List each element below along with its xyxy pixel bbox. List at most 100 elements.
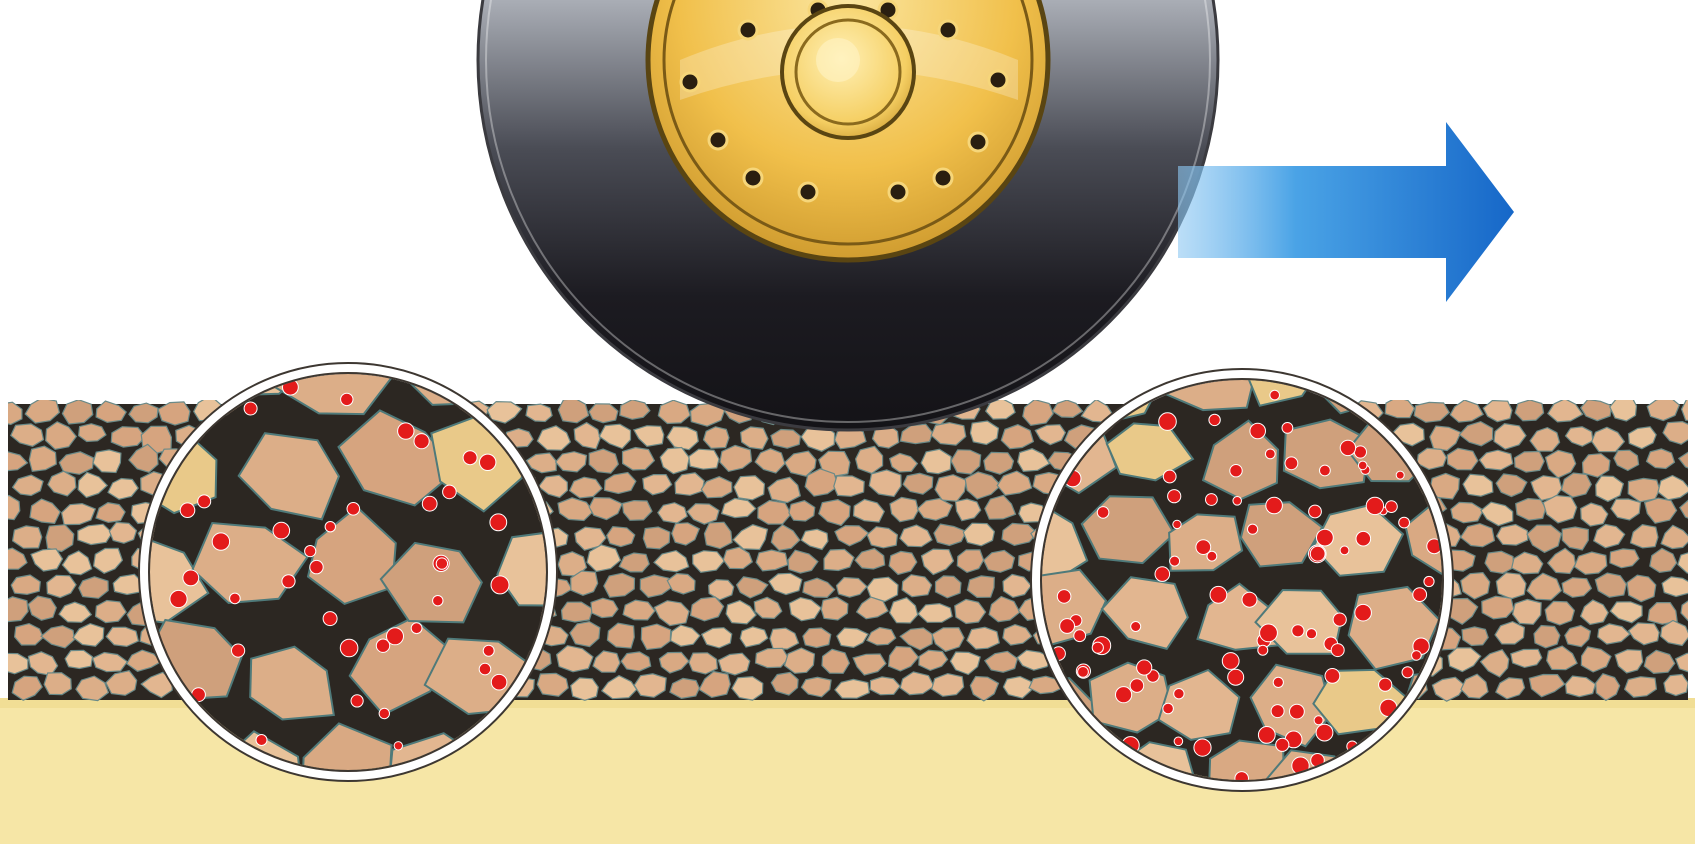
binder-droplet <box>1340 440 1355 455</box>
binder-droplet <box>1163 470 1176 483</box>
binder-droplet <box>1209 414 1220 425</box>
binder-droplet <box>1258 645 1268 655</box>
binder-droplet <box>1228 669 1244 685</box>
aggregate-stone <box>1515 400 1544 421</box>
binder-droplet <box>1356 531 1371 546</box>
binder-droplet <box>411 623 422 634</box>
binder-droplet <box>1137 660 1152 675</box>
binder-droplet <box>1402 667 1413 678</box>
binder-droplet <box>351 695 363 707</box>
binder-droplet <box>1412 651 1422 661</box>
binder-droplet <box>1379 678 1392 691</box>
binder-droplet <box>305 546 316 557</box>
binder-droplet <box>1170 556 1180 566</box>
binder-droplet <box>1074 630 1086 642</box>
binder-droplet <box>1242 592 1257 607</box>
binder-droplet <box>483 645 494 656</box>
binder-droplet <box>1309 505 1322 518</box>
binder-droplet <box>398 423 414 439</box>
binder-droplet <box>1060 619 1075 634</box>
binder-droplet <box>232 644 245 657</box>
binder-droplet <box>1310 546 1325 561</box>
binder-droplet <box>1250 423 1266 439</box>
binder-droplet <box>480 454 496 470</box>
binder-droplet <box>273 522 290 539</box>
aggregate-stone <box>591 598 618 617</box>
binder-droplet <box>1354 446 1366 458</box>
diagram-labels <box>0 0 1 1</box>
binder-droplet <box>1207 551 1217 561</box>
binder-droplet <box>1358 461 1367 470</box>
binder-droplet <box>1355 604 1372 621</box>
binder-droplet <box>414 434 429 449</box>
binder-droplet <box>1163 703 1174 714</box>
binder-droplet <box>1155 567 1170 582</box>
binder-droplet <box>1276 738 1289 751</box>
binder-droplet <box>1174 689 1184 699</box>
binder-droplet <box>180 503 195 518</box>
binder-droplet <box>1206 494 1218 506</box>
aggregate-stone <box>1447 448 1478 470</box>
binder-droplet <box>1194 739 1211 756</box>
aggregate-stone <box>758 501 791 525</box>
binder-droplet <box>1078 667 1089 678</box>
binder-droplet <box>323 612 337 626</box>
binder-droplet <box>1248 524 1258 534</box>
binder-droplet <box>1396 471 1404 479</box>
binder-droplet <box>1424 576 1434 586</box>
aggregate-stone <box>756 648 789 667</box>
lug-hole <box>799 183 817 201</box>
binder-droplet <box>170 590 187 607</box>
binder-droplet <box>198 495 211 508</box>
binder-droplet <box>1331 644 1344 657</box>
binder-droplet <box>347 503 360 516</box>
binder-droplet <box>1314 716 1323 725</box>
aggregate-stone <box>1513 599 1542 624</box>
lug-hole <box>709 131 727 149</box>
binder-droplet <box>1222 653 1239 670</box>
binder-droplet <box>1320 465 1331 476</box>
binder-droplet <box>1092 642 1103 653</box>
binder-droplet <box>183 570 199 586</box>
binder-droplet <box>1168 490 1181 503</box>
binder-droplet <box>1340 546 1349 555</box>
binder-droplet <box>491 576 509 594</box>
binder-droplet <box>1174 737 1183 746</box>
binder-droplet <box>1173 520 1181 528</box>
binder-droplet <box>244 402 257 415</box>
binder-droplet <box>1290 704 1305 719</box>
lug-hole <box>939 21 957 39</box>
binder-droplet <box>1057 590 1071 604</box>
aggregate-stone <box>1545 601 1574 625</box>
binder-droplet <box>436 558 447 569</box>
rolling-wheel <box>478 0 1218 430</box>
binder-droplet <box>1270 390 1280 400</box>
binder-droplet <box>1271 705 1284 718</box>
binder-droplet <box>379 708 389 718</box>
binder-droplet <box>1366 497 1383 514</box>
lug-hole <box>744 169 762 187</box>
binder-droplet <box>1097 507 1109 519</box>
binder-droplet <box>1386 501 1398 513</box>
binder-droplet <box>1285 457 1298 470</box>
binder-droplet <box>1282 423 1293 434</box>
binder-droplet <box>1258 727 1275 744</box>
aggregate-stone <box>1515 452 1545 473</box>
binder-droplet <box>1325 669 1340 684</box>
direction-arrow <box>1178 122 1514 302</box>
binder-droplet <box>282 575 295 588</box>
binder-droplet <box>1230 465 1242 477</box>
aggregate-stone <box>803 628 831 648</box>
binder-droplet <box>1413 588 1427 602</box>
aggregate-stone <box>589 404 618 423</box>
binder-droplet <box>325 522 335 532</box>
binder-droplet <box>1130 679 1144 693</box>
binder-droplet <box>212 533 229 550</box>
binder-droplet <box>1131 622 1141 632</box>
lug-hole <box>934 169 952 187</box>
aggregate-stone <box>44 673 71 695</box>
binder-droplet <box>1399 517 1410 528</box>
aggregate-stone <box>1662 577 1693 597</box>
binder-droplet <box>340 639 358 657</box>
